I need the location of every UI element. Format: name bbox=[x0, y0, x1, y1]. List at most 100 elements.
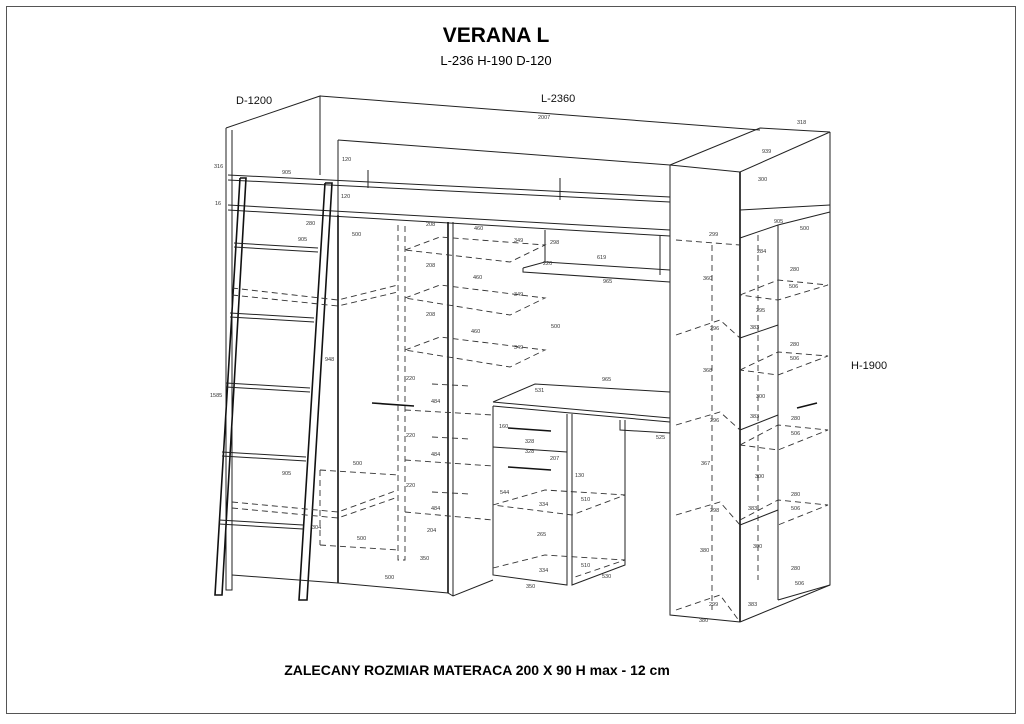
dimension-label: 460 bbox=[474, 226, 483, 232]
wardrobe bbox=[231, 215, 547, 597]
dimension-label: 299 bbox=[709, 602, 718, 608]
dimension-label: 300 bbox=[755, 474, 764, 480]
dimension-label: 500 bbox=[385, 575, 394, 581]
dimension-label: 208 bbox=[426, 312, 435, 318]
dimension-label: 506 bbox=[791, 431, 800, 437]
dimension-label: 500 bbox=[352, 232, 361, 238]
dimension-label: 510 bbox=[581, 497, 590, 503]
dimension-label: 500 bbox=[800, 226, 809, 232]
dimension-label: 905 bbox=[298, 237, 307, 243]
dimension-label: 300 bbox=[756, 394, 765, 400]
length-label: L-2360 bbox=[541, 93, 576, 105]
dimension-label: 905 bbox=[282, 471, 291, 477]
dimension-label: 349 bbox=[514, 345, 523, 351]
dimension-label: 284 bbox=[757, 249, 766, 255]
depth-label: D-1200 bbox=[236, 95, 273, 107]
dimension-label: 383 bbox=[748, 506, 757, 512]
dimension-label: 318 bbox=[797, 120, 806, 126]
left-end-panel bbox=[225, 95, 321, 591]
dimension-label: 350 bbox=[526, 584, 535, 590]
dimension-label: 380 bbox=[699, 618, 708, 624]
dimension-label: 280 bbox=[791, 492, 800, 498]
dimension-label: 939 bbox=[762, 149, 771, 155]
dimension-label: 300 bbox=[753, 544, 762, 550]
dimension-label: 360 bbox=[703, 276, 712, 282]
dimension-label: 367 bbox=[701, 461, 710, 467]
dimension-label: 300 bbox=[758, 177, 767, 183]
dimension-label: 208 bbox=[426, 263, 435, 269]
dimension-label: 506 bbox=[789, 284, 798, 290]
dimension-label: 510 bbox=[581, 563, 590, 569]
dimension-label: 280 bbox=[790, 342, 799, 348]
dimension-labels: 2007 318 939 300 316 905 120 120 16 280 905 500 208 4… bbox=[210, 115, 809, 624]
dimension-label: 948 bbox=[325, 357, 334, 363]
dimension-label: 295 bbox=[756, 308, 765, 314]
dimension-label: 316 bbox=[214, 164, 223, 170]
dimension-label: 484 bbox=[431, 452, 440, 458]
dimension-label: 204 bbox=[427, 528, 436, 534]
mattress-note: ZALECANY ROZMIAR MATERACA 200 X 90 H max… bbox=[284, 662, 670, 678]
dimension-label: 460 bbox=[473, 275, 482, 281]
dimension-label: 16 bbox=[215, 201, 221, 207]
page-subtitle: L-236 H-190 D-120 bbox=[440, 53, 552, 68]
dimension-label: 530 bbox=[602, 574, 611, 580]
dimension-label: 220 bbox=[543, 261, 552, 267]
shelf-tower bbox=[669, 127, 831, 623]
dimension-label: 298 bbox=[710, 508, 719, 514]
dimension-label: 500 bbox=[357, 536, 366, 542]
dimension-label: 383 bbox=[750, 414, 759, 420]
dimension-label: 220 bbox=[406, 483, 415, 489]
dimension-label: 296 bbox=[710, 326, 719, 332]
dimension-label: 299 bbox=[709, 232, 718, 238]
dimension-label: 130 bbox=[575, 473, 584, 479]
dimension-label: 280 bbox=[790, 267, 799, 273]
dimension-label: 120 bbox=[342, 157, 351, 163]
dimension-label: 506 bbox=[791, 506, 800, 512]
dimension-label: 905 bbox=[774, 219, 783, 225]
dimension-label: 506 bbox=[790, 356, 799, 362]
dimension-label: 207 bbox=[550, 456, 559, 462]
dimension-label: 280 bbox=[306, 221, 315, 227]
dimension-label: 280 bbox=[791, 566, 800, 572]
dimension-label: 525 bbox=[656, 435, 665, 441]
dimension-label: 531 bbox=[535, 388, 544, 394]
dimension-label: 120 bbox=[341, 194, 350, 200]
dimension-label: 965 bbox=[603, 279, 612, 285]
dimension-label: 328 bbox=[525, 439, 534, 445]
dimension-label: 334 bbox=[539, 568, 548, 574]
dimension-label: 500 bbox=[551, 324, 560, 330]
dimension-label: 160 bbox=[499, 424, 508, 430]
dimension-label: 544 bbox=[500, 490, 509, 496]
dimension-label: 905 bbox=[282, 170, 291, 176]
dimension-label: 484 bbox=[431, 506, 440, 512]
dimension-label: 334 bbox=[539, 502, 548, 508]
dimension-label: 500 bbox=[353, 461, 362, 467]
page-title: VERANA L bbox=[442, 24, 550, 47]
dimension-label: 1585 bbox=[210, 393, 222, 399]
dimension-label: 2007 bbox=[538, 115, 550, 121]
dimension-label: 265 bbox=[537, 532, 546, 538]
bed-frame bbox=[227, 95, 761, 237]
dimension-label: 619 bbox=[597, 255, 606, 261]
dimension-label: 965 bbox=[602, 377, 611, 383]
dimension-label: 280 bbox=[791, 416, 800, 422]
height-label: H-1900 bbox=[851, 360, 888, 372]
desk bbox=[492, 230, 671, 586]
ladder bbox=[214, 177, 333, 601]
dimension-label: 349 bbox=[514, 238, 523, 244]
dimension-label: 383 bbox=[748, 602, 757, 608]
dimension-label: 220 bbox=[406, 376, 415, 382]
dimension-label: 208 bbox=[426, 222, 435, 228]
dimension-label: 383 bbox=[750, 325, 759, 331]
dimension-label: 304 bbox=[312, 525, 321, 531]
dimension-label: 484 bbox=[431, 399, 440, 405]
dimension-label: 328 bbox=[525, 449, 534, 455]
dimension-label: 220 bbox=[406, 433, 415, 439]
drawing-frame bbox=[6, 6, 1016, 714]
dimension-label: 368 bbox=[703, 368, 712, 374]
dimension-label: 460 bbox=[471, 329, 480, 335]
dimension-label: 349 bbox=[514, 292, 523, 298]
dimension-label: 506 bbox=[795, 581, 804, 587]
dimension-label: 350 bbox=[420, 556, 429, 562]
dimension-label: 298 bbox=[550, 240, 559, 246]
